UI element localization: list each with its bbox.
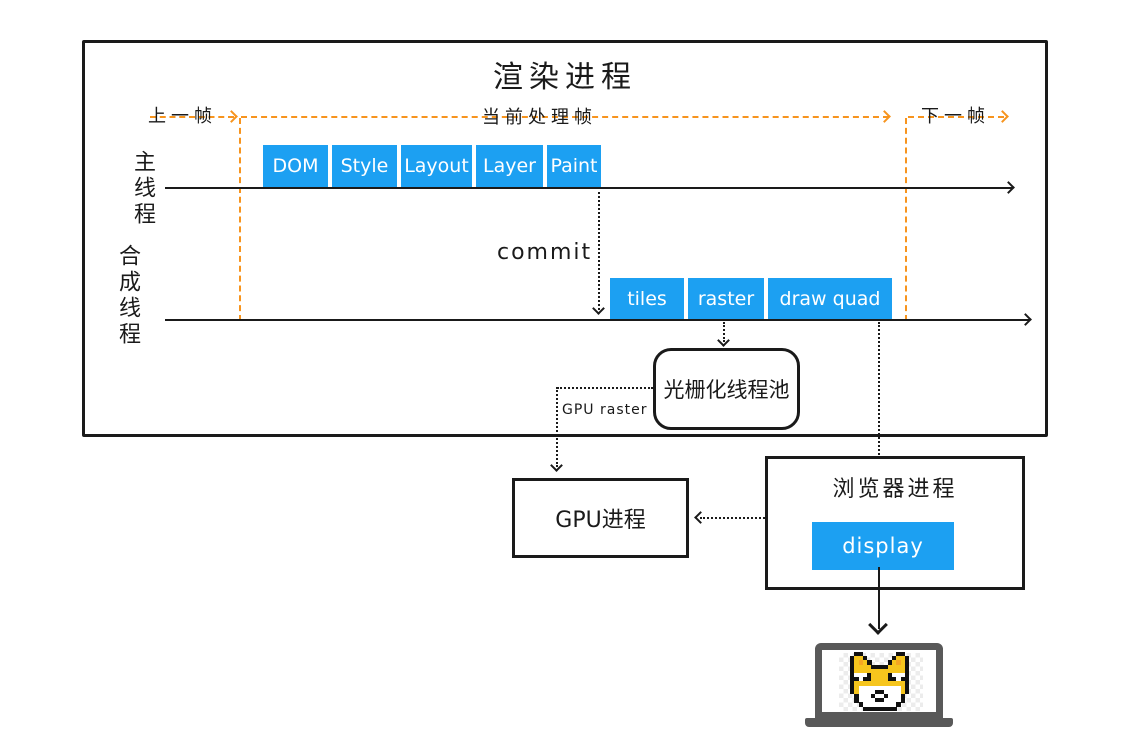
next-frame-arrow-line (908, 116, 1004, 118)
browser-process-label: 浏览器进程 (832, 477, 958, 502)
gpu-raster-label: GPU raster (562, 402, 648, 418)
commit-arrow-line (598, 192, 600, 310)
gpu-process-box: GPU进程 (512, 478, 689, 558)
stage-paint: Paint (547, 145, 601, 187)
stage-style: Style (332, 145, 397, 187)
browser-process-box: 浏览器进程 display (765, 456, 1025, 590)
pool-to-gpu-arrowhead-icon (550, 459, 563, 472)
current-frame-label: 当前处理帧 (482, 107, 597, 128)
display-to-laptop-arrowhead-icon (868, 615, 888, 635)
doge-icon (846, 652, 914, 712)
raster-pool-box: 光栅化线程池 (653, 348, 800, 430)
stage-raster: raster (688, 278, 764, 319)
stage-draw-quad: draw quad (768, 278, 892, 319)
stage-layout: Layout (401, 145, 472, 187)
compositor-thread-label: 合成线程 (115, 244, 140, 348)
renderer-process-title: 渲染进程 (493, 60, 637, 95)
drawquad-to-display-line (878, 322, 880, 502)
compositor-thread-timeline (165, 319, 1030, 321)
display-label: display (842, 534, 924, 558)
stage-dom: DOM (263, 145, 328, 187)
laptop-base (805, 718, 953, 727)
raster-pool-label: 光栅化线程池 (663, 378, 790, 402)
browser-to-gpu-arrowhead-icon (694, 511, 707, 524)
pool-to-gpu-hline (557, 387, 653, 389)
stage-layer: Layer (476, 145, 543, 187)
gpu-process-label: GPU进程 (555, 508, 646, 533)
renderer-process-box (82, 40, 1048, 437)
frame-end-divider (905, 118, 907, 321)
browser-to-gpu-line (700, 517, 765, 519)
frame-start-divider (239, 118, 241, 321)
main-thread-label: 主线程 (130, 150, 155, 228)
prev-frame-arrow-line (150, 116, 234, 118)
pool-to-gpu-vline (556, 387, 558, 467)
compositor-stages: tiles raster draw quad (610, 278, 892, 319)
display-box: display (812, 522, 954, 570)
stage-tiles: tiles (610, 278, 684, 319)
prev-frame-label: 上一帧 (148, 106, 217, 127)
raster-to-pool-line (723, 322, 725, 342)
commit-label: commit (497, 240, 593, 265)
next-frame-label: 下一帧 (921, 106, 990, 127)
display-to-laptop-line (878, 567, 880, 629)
main-thread-timeline (165, 187, 1013, 189)
main-thread-stages: DOM Style Layout Layer Paint (263, 145, 601, 187)
current-frame-line (241, 116, 889, 118)
